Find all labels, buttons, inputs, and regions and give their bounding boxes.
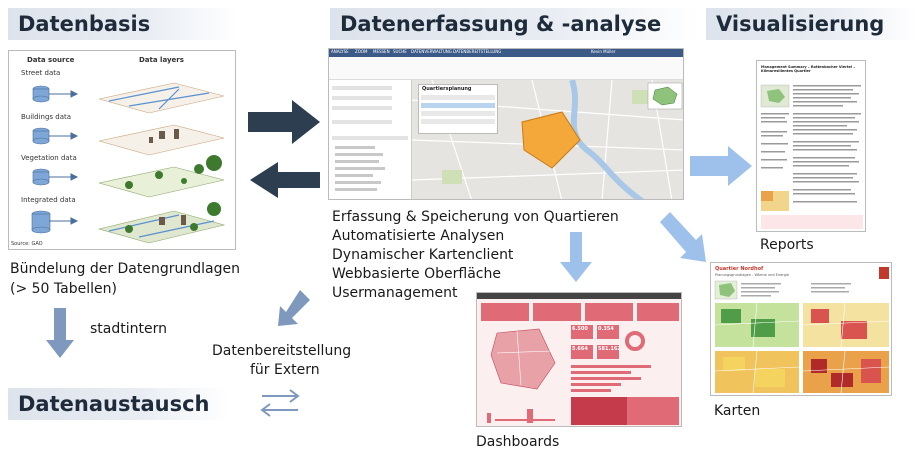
col-source-label: Data source — [27, 56, 75, 64]
arrow-left-dark — [250, 162, 320, 198]
arrow-to-dashboards — [560, 232, 592, 282]
report-document: Management Summary – Rottenbacher Vierte… — [756, 60, 866, 232]
feature-5: Usermanagement — [332, 285, 458, 301]
karte-document: Quartier Nordhof Planungsgrundlagen - Wä… — [710, 262, 892, 396]
exchange-arrows — [260, 389, 300, 417]
karte-title: Quartier Nordhof — [715, 266, 764, 272]
datenbasis-line-1: Bündelung der Datengrundlagen — [10, 261, 240, 277]
kpi-4: 581.162 — [598, 346, 621, 352]
feature-3: Dynamischer Kartenclient — [332, 247, 514, 263]
map-drawing — [412, 80, 683, 199]
app-ribbon — [329, 57, 683, 80]
header-erfassung: Datenerfassung & -analyse — [330, 8, 700, 40]
bereitstellung-line-2: für Extern — [250, 362, 320, 378]
arrow-right-dark — [248, 100, 320, 144]
app-screenshot: ANALYSE ZOOM MESSEN SUCHE DATENVERWALTUN… — [328, 48, 684, 200]
feature-4: Webbasierte Oberfläche — [332, 266, 501, 282]
item-street: Street data — [21, 69, 61, 77]
report-body — [760, 84, 863, 229]
col-layers-label: Data layers — [139, 56, 184, 64]
quartier-panel-title: Quartiersplanung — [422, 86, 472, 92]
arrow-to-reports — [690, 146, 752, 186]
bereitstellung-line-1: Datenbereitstellung — [212, 343, 352, 359]
data-layers-illustration: Data source Data layers Street data Buil… — [8, 50, 236, 250]
feature-1: Erfassung & Speicherung von Quartieren — [332, 209, 619, 225]
tab-0[interactable]: ANALYSE — [331, 49, 349, 54]
karten-label: Karten — [714, 403, 761, 419]
datenbasis-line-2: (> 50 Tabellen) — [10, 281, 117, 297]
arrow-to-karten — [660, 212, 706, 262]
tab-1[interactable]: ZOOM — [355, 49, 368, 54]
stadtintern-label: stadtintern — [90, 321, 167, 337]
layers-drawing — [31, 82, 226, 244]
report-title: Management Summary – Rottenbacher Vierte… — [761, 65, 856, 73]
dashboard-screenshot: 6.500 0.354 5.664 581.162 — [476, 292, 682, 427]
quartier-panel-rows — [421, 95, 495, 124]
karte-maps — [714, 267, 890, 394]
item-vegetation: Vegetation data — [21, 154, 77, 162]
app-map[interactable]: Quartiersplanung — [412, 80, 683, 199]
arrow-diagonal-extern — [278, 290, 310, 326]
kpi-2: 0.354 — [598, 326, 614, 332]
karte-subtitle: Planungsgrundlagen - Wärme und Energie — [715, 273, 789, 277]
sidebar-lines — [332, 86, 408, 191]
header-datenbasis: Datenbasis — [8, 8, 238, 40]
app-sidebar — [329, 80, 412, 199]
kpi-1: 6.500 — [572, 326, 588, 332]
source-note: Source: GAO — [11, 241, 43, 247]
tab-3[interactable]: SUCHE — [393, 49, 407, 54]
dashboard-drawing — [477, 293, 681, 425]
header-datenaustausch: Datenaustausch — [8, 388, 228, 420]
arrow-down-stadtintern — [46, 308, 74, 358]
app-tabbar: ANALYSE ZOOM MESSEN SUCHE DATENVERWALTUN… — [329, 49, 683, 57]
item-integrated: Integrated data — [21, 196, 76, 204]
dashboards-label: Dashboards — [476, 434, 560, 450]
reports-label: Reports — [760, 237, 814, 253]
kpi-3: 5.664 — [572, 346, 588, 352]
header-visualisierung: Visualisierung — [706, 8, 916, 40]
feature-2: Automatisierte Analysen — [332, 228, 505, 244]
user-name[interactable]: Kevin Müller — [591, 49, 616, 54]
quartier-panel: Quartiersplanung — [418, 84, 498, 134]
tab-5[interactable]: DATENBEREITSTELLUNG — [453, 49, 502, 54]
tab-4[interactable]: DATENVERWALTUNG — [411, 49, 452, 54]
item-buildings: Buildings data — [21, 113, 72, 121]
tab-2[interactable]: MESSEN — [373, 49, 390, 54]
